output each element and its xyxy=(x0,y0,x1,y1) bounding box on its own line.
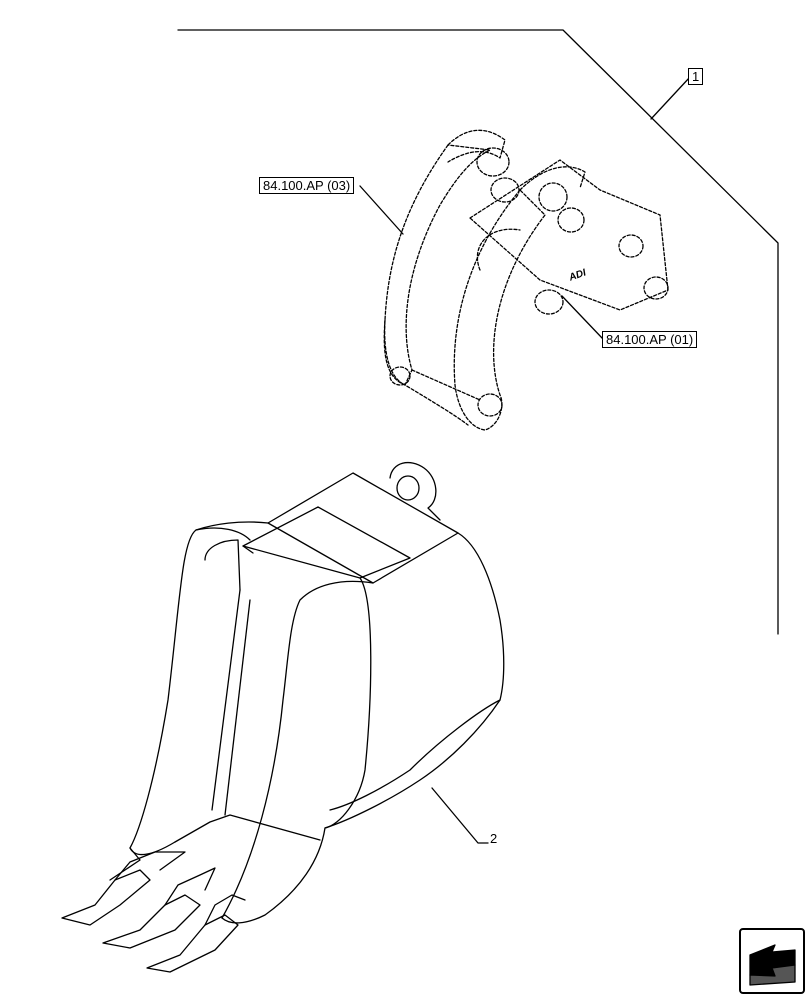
bucket-tooth xyxy=(61,851,186,926)
quick-coupler-assembly xyxy=(383,129,669,431)
callout-item-1: 1 xyxy=(688,68,704,85)
next-page-arrow-icon[interactable] xyxy=(739,928,805,994)
group-bracket-line xyxy=(177,29,779,635)
bucket-tooth xyxy=(102,867,216,949)
bucket xyxy=(61,461,505,973)
bucket-tooth xyxy=(146,894,246,973)
callout-item-2: 2 xyxy=(490,831,498,846)
leader-lines xyxy=(359,185,604,844)
callout-ref-84-100-ap-01[interactable]: 84.100.AP (01) xyxy=(602,331,698,348)
callout-ref-84-100-ap-03[interactable]: 84.100.AP (03) xyxy=(259,177,355,194)
